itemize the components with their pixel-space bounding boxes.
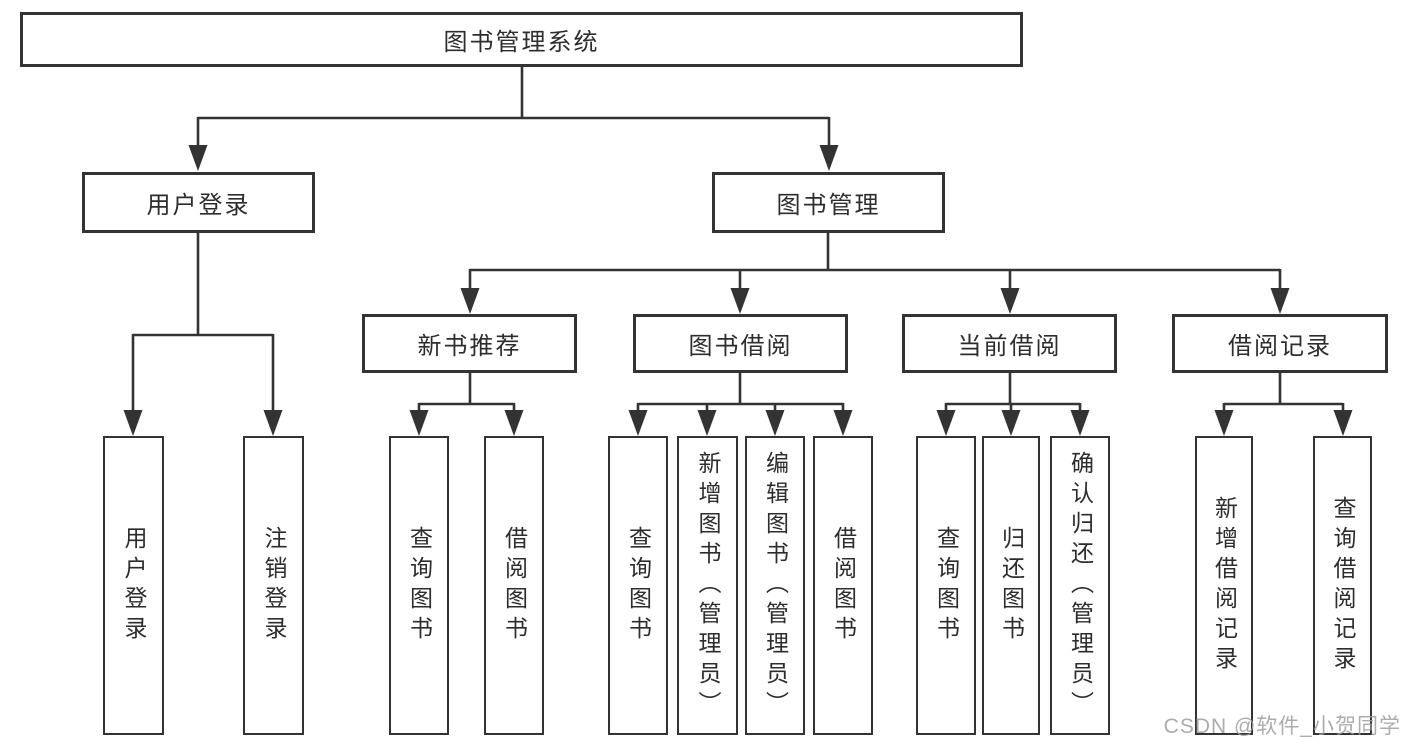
- node-current-borrowing: 当前借阅: [902, 314, 1117, 373]
- node-user-login: 用户登录: [82, 172, 315, 233]
- leaf-user-login: 用户登录: [103, 436, 164, 735]
- node-book-management: 图书管理: [712, 172, 945, 233]
- leaf-query-books-current: 查询图书: [916, 436, 976, 735]
- leaf-borrow-books-recommend: 借阅图书: [484, 436, 544, 735]
- node-borrowing-records: 借阅记录: [1172, 314, 1388, 373]
- leaf-return-books: 归还图书: [982, 436, 1040, 735]
- node-root-library-system: 图书管理系统: [20, 12, 1023, 67]
- leaf-query-books-recommend: 查询图书: [389, 436, 449, 735]
- leaf-add-books-admin: 新增图书（管理员）: [677, 436, 738, 735]
- leaf-borrow-books: 借阅图书: [813, 436, 873, 735]
- leaf-confirm-return-admin: 确认归还（管理员）: [1050, 436, 1110, 735]
- leaf-query-borrow-record: 查询借阅记录: [1313, 436, 1372, 735]
- node-book-borrowing: 图书借阅: [633, 314, 848, 373]
- leaf-add-borrow-record: 新增借阅记录: [1195, 436, 1253, 735]
- csdn-watermark: CSDN @软件_小贺同学: [1163, 715, 1401, 738]
- leaf-logout: 注销登录: [243, 436, 304, 735]
- node-new-book-recommendation: 新书推荐: [362, 314, 577, 373]
- leaf-edit-books-admin: 编辑图书（管理员）: [745, 436, 805, 735]
- leaf-query-books-borrowing: 查询图书: [608, 436, 668, 735]
